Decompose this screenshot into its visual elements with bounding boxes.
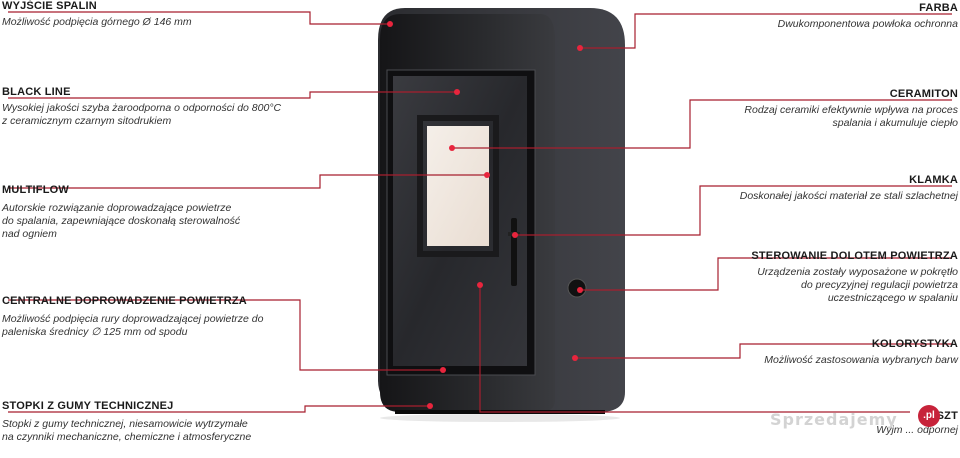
leader-lines-right bbox=[452, 13, 952, 413]
label-desc: Możliwość podpięcia rury doprowadzającej… bbox=[2, 313, 264, 325]
label-title: KOLORYSTYKA bbox=[871, 338, 958, 350]
label-title: STOPKI Z GUMY TECHNICZNEJ bbox=[2, 400, 174, 412]
label-desc: Wysokiej jakości szyba żaroodporna o odp… bbox=[2, 102, 282, 114]
label-desc: z ceramicznym czarnym sitodrukiem bbox=[2, 115, 172, 127]
label-desc: na czynniki mechaniczne, chemiczne i atm… bbox=[2, 431, 252, 443]
label-desc: uczestniczącego w spalaniu bbox=[827, 292, 958, 304]
watermark-badge: .pl bbox=[918, 405, 940, 427]
label-title: FARBA bbox=[919, 2, 958, 14]
label-desc: paleniska średnicy ∅ 125 mm od spodu bbox=[2, 326, 188, 338]
label-title: BLACK LINE bbox=[2, 86, 71, 98]
label-desc: nad ogniem bbox=[2, 228, 57, 240]
label-desc: Stopki z gumy technicznej, niesamowicie … bbox=[2, 418, 248, 430]
label-desc: Dwukomponentowa powłoka ochronna bbox=[777, 18, 958, 30]
label-exhaust-outlet: WYJŚCIE SPALIN Możliwość podpięcia górne… bbox=[2, 0, 192, 29]
leader-lines-left bbox=[8, 11, 487, 413]
label-air-control: STEROWANIE DOLOTEM POWIETRZA Urządzenia … bbox=[751, 250, 958, 305]
label-title: WYJŚCIE SPALIN bbox=[2, 0, 97, 12]
label-desc: Autorskie rozwiązanie doprowadzające pow… bbox=[2, 202, 232, 214]
label-desc: Urządzenia zostały wyposażone w pokrętło bbox=[757, 266, 958, 278]
label-title: STEROWANIE DOLOTEM POWIETRZA bbox=[751, 250, 958, 262]
label-colors: KOLORYSTYKA Możliwość zastosowania wybra… bbox=[764, 338, 958, 367]
label-desc: Możliwość podpięcia górnego Ø 146 mm bbox=[2, 16, 192, 28]
label-paint: FARBA Dwukomponentowa powłoka ochronna bbox=[778, 2, 958, 31]
label-central-air-supply: CENTRALNE DOPROWADZENIE POWIETRZA Możliw… bbox=[2, 295, 263, 339]
label-black-line: BLACK LINE Wysokiej jakości szyba żarood… bbox=[2, 86, 281, 128]
marker-dots bbox=[387, 21, 583, 409]
label-title: KLAMKA bbox=[909, 174, 958, 186]
label-title: MULTIFLOW bbox=[2, 184, 69, 196]
label-ceramiton: CERAMITON Rodzaj ceramiki efektywnie wpł… bbox=[744, 88, 958, 130]
label-desc: Wyjm ... odpornej bbox=[876, 424, 958, 436]
label-desc: do spalania, zapewniające doskonałą ster… bbox=[2, 215, 241, 227]
watermark-text: Sprzedajemy bbox=[770, 410, 898, 429]
label-rubber-feet: STOPKI Z GUMY TECHNICZNEJ Stopki z gumy … bbox=[2, 400, 251, 444]
label-desc: Doskonałej jakości materiał ze stali szl… bbox=[739, 190, 958, 202]
label-title: CENTRALNE DOPROWADZENIE POWIETRZA bbox=[2, 295, 247, 307]
label-multiflow: MULTIFLOW Autorskie rozwiązanie doprowad… bbox=[2, 184, 240, 241]
label-removable: SZT Wyjm ... odpornej bbox=[876, 410, 958, 437]
label-handle: KLAMKA Doskonałej jakości materiał ze st… bbox=[740, 174, 958, 203]
label-desc: spalania i akumuluje ciepło bbox=[832, 117, 959, 129]
label-title: CERAMITON bbox=[889, 88, 958, 100]
label-desc: Rodzaj ceramiki efektywnie wpływa na pro… bbox=[744, 104, 958, 116]
label-desc: do precyzyjnej regulacji powietrza bbox=[801, 279, 958, 291]
air-control-knob bbox=[567, 278, 587, 298]
firebox-window bbox=[427, 126, 489, 246]
label-desc: Możliwość zastosowania wybranych barw bbox=[764, 354, 958, 366]
label-title: SZT bbox=[936, 410, 958, 422]
door-handle bbox=[511, 218, 517, 286]
